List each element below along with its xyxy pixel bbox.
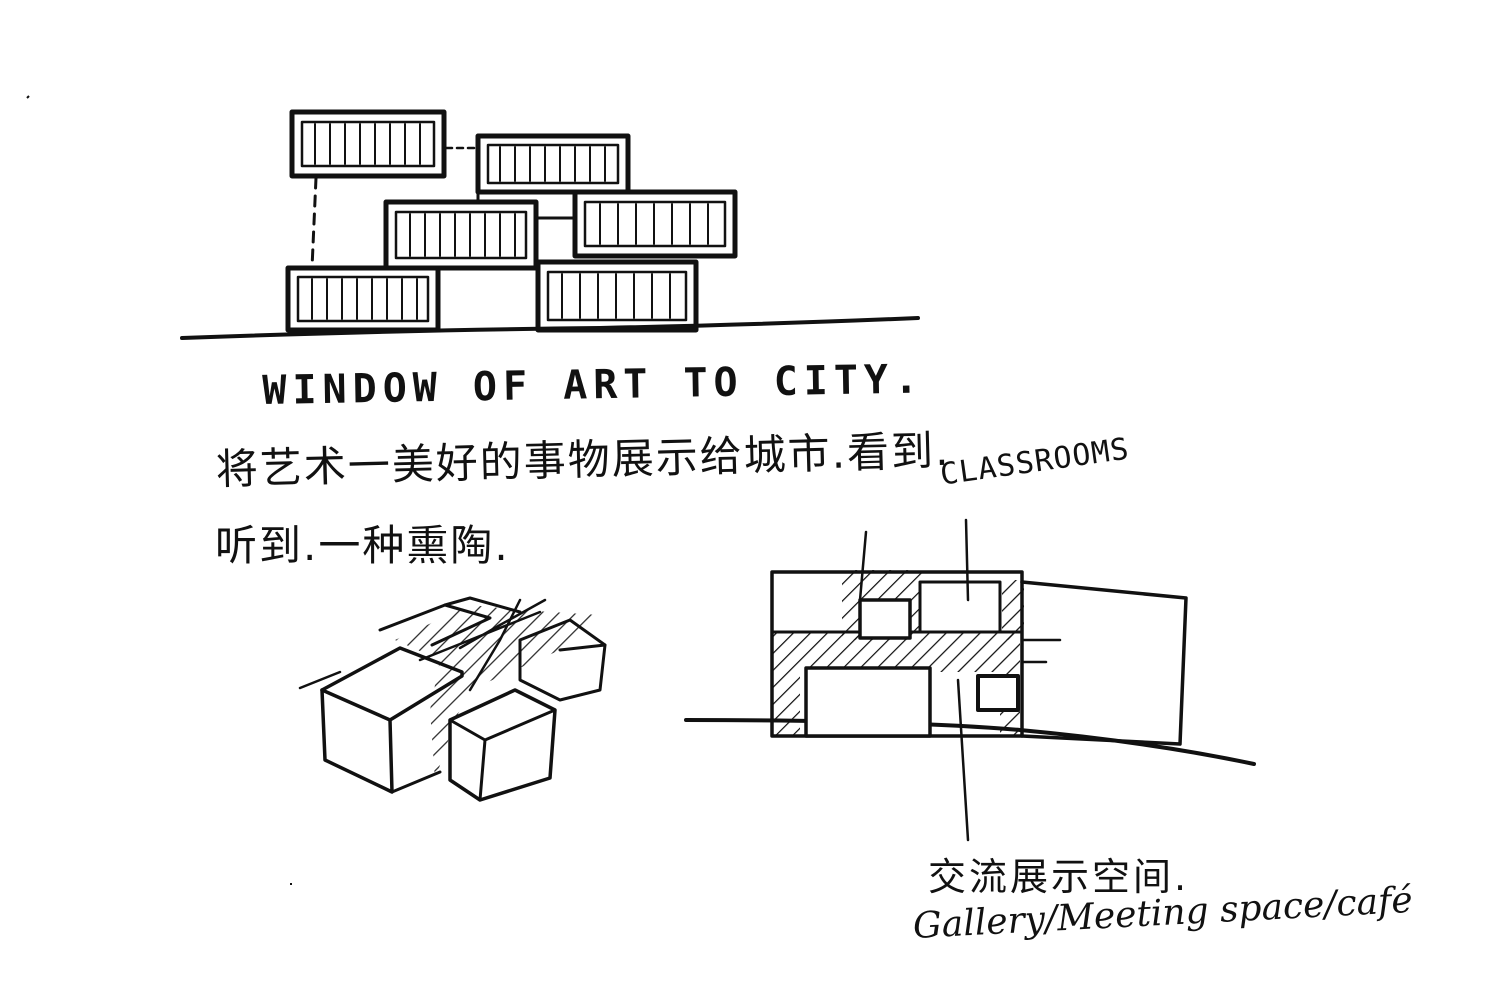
box-top-left: [292, 112, 444, 176]
classrooms-leader-1: [860, 532, 866, 600]
section-sketch: [686, 520, 1254, 840]
chinese-space-label: 交流展示空间.: [928, 855, 1190, 899]
classroom-box-left: [860, 600, 910, 638]
box-bottom-left: [288, 268, 438, 330]
box-middle-right: [575, 192, 735, 256]
section-right-block: [1022, 582, 1186, 744]
box-top-right: [478, 136, 628, 192]
classrooms-leader-2: [966, 520, 968, 600]
box-bottom-right: [538, 262, 696, 330]
lower-hall: [806, 668, 930, 736]
gallery-leader: [958, 680, 968, 840]
chinese-caption-line-2: 听到.一种熏陶.: [215, 521, 510, 570]
stray-mark: [27, 96, 29, 98]
stacked-boxes-elevation: [182, 112, 918, 338]
axonometric-sketch: [300, 598, 605, 800]
